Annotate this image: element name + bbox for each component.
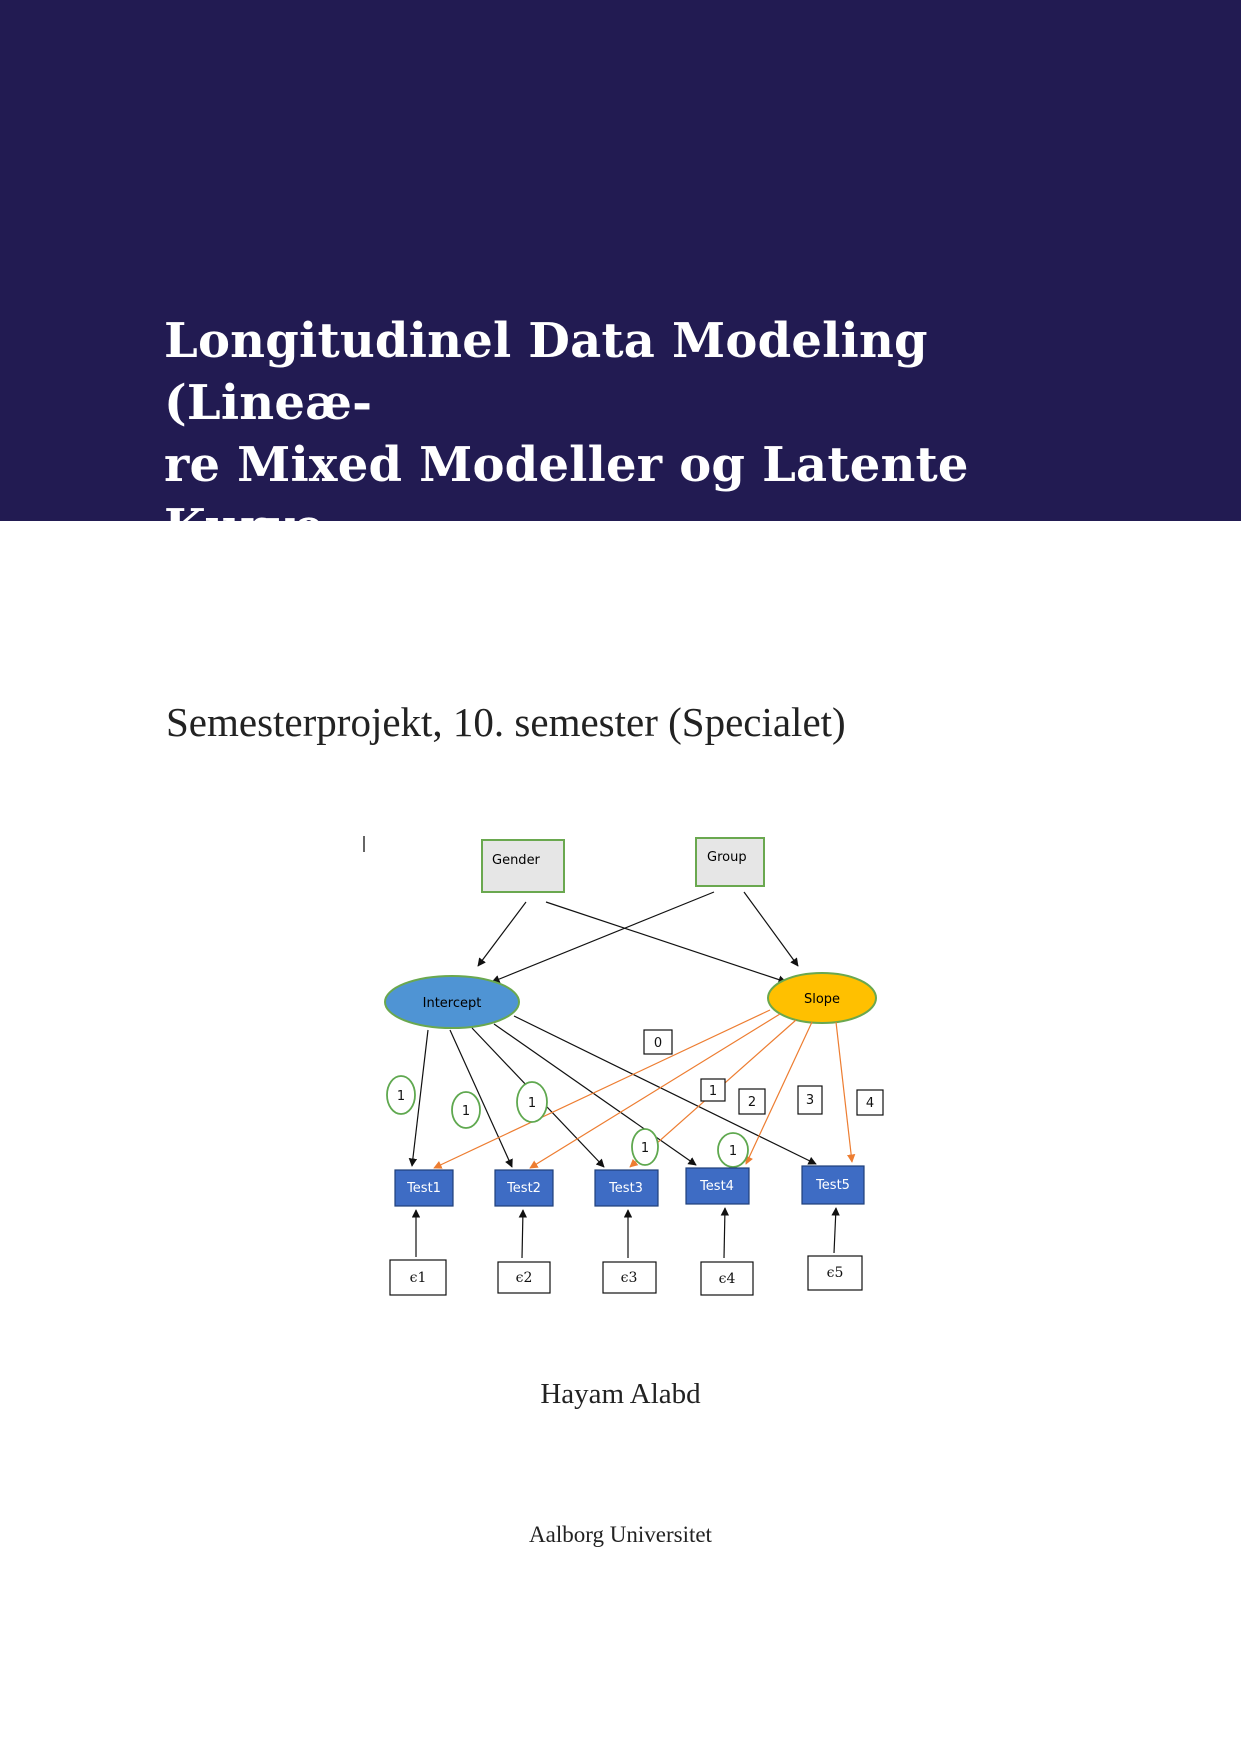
svg-text:Test5: Test5 xyxy=(815,1178,850,1193)
svg-text:1: 1 xyxy=(641,1141,649,1156)
slope-loading-3: 3 xyxy=(797,1085,823,1115)
error-e4: ϵ4 xyxy=(700,1261,754,1296)
svg-text:Test3: Test3 xyxy=(608,1181,643,1196)
indicator-test2: Test2 xyxy=(494,1169,554,1207)
error-e2: ϵ2 xyxy=(497,1261,551,1294)
covariate-gender-label: Gender xyxy=(492,853,541,868)
svg-text:ϵ1: ϵ1 xyxy=(410,1270,427,1286)
arrow-intercept-test5 xyxy=(513,1015,817,1165)
covariate-group-label: Group xyxy=(707,850,747,865)
covariate-group: Group xyxy=(695,837,765,887)
svg-text:ϵ5: ϵ5 xyxy=(827,1265,844,1281)
svg-text:Test2: Test2 xyxy=(506,1181,541,1196)
arrow-group-intercept xyxy=(491,891,715,984)
arrow-error4-test4 xyxy=(720,1207,730,1259)
title-line-1: Longitudinel Data Modeling (Lineæ- xyxy=(164,313,928,431)
arrow-gender-slope xyxy=(545,901,787,984)
document-subtitle: Semesterprojekt, 10. semester (Specialet… xyxy=(166,699,846,745)
document-title: Longitudinel Data Modeling (Lineæ- re Mi… xyxy=(164,310,1124,620)
error-e3: ϵ3 xyxy=(602,1261,657,1294)
author-name: Hayam Alabd xyxy=(540,1378,701,1410)
latent-intercept: Intercept xyxy=(384,975,520,1029)
slope-loading-2: 2 xyxy=(738,1088,766,1115)
arrow-slope-test2 xyxy=(529,1013,781,1169)
svg-text:1: 1 xyxy=(397,1089,405,1104)
svg-text:ϵ3: ϵ3 xyxy=(621,1270,638,1286)
covariate-gender: Gender xyxy=(481,839,565,893)
arrow-error5-test5 xyxy=(831,1207,840,1254)
svg-text:0: 0 xyxy=(654,1036,662,1051)
svg-text:ϵ2: ϵ2 xyxy=(516,1270,533,1286)
slope-loading-0: 0 xyxy=(643,1029,673,1055)
arrow-intercept-test4 xyxy=(493,1023,697,1166)
svg-text:1: 1 xyxy=(709,1084,717,1099)
latent-slope-label: Slope xyxy=(804,992,840,1007)
arrow-slope-test5 xyxy=(835,1021,856,1163)
latent-intercept-label: Intercept xyxy=(423,996,482,1011)
indicator-test4: Test4 xyxy=(685,1167,750,1205)
error-e1: ϵ1 xyxy=(389,1259,447,1296)
latent-slope: Slope xyxy=(767,972,877,1024)
intercept-loading-3: 1 xyxy=(516,1081,548,1123)
svg-text:Test4: Test4 xyxy=(699,1179,734,1194)
svg-text:1: 1 xyxy=(462,1104,470,1119)
intercept-loading-2: 1 xyxy=(451,1091,481,1129)
svg-text:ϵ4: ϵ4 xyxy=(719,1271,736,1287)
svg-text:4: 4 xyxy=(866,1096,874,1111)
indicator-test3: Test3 xyxy=(594,1169,659,1207)
latent-curve-diagram: Gender Group Intercept Slope 1 1 1 xyxy=(363,836,884,1296)
university-name: Aalborg Universitet xyxy=(529,1522,712,1547)
intercept-loading-5: 1 xyxy=(717,1132,749,1168)
svg-text:3: 3 xyxy=(806,1093,814,1108)
error-e5: ϵ5 xyxy=(807,1255,863,1291)
indicator-test5: Test5 xyxy=(801,1165,865,1205)
arrow-error2-test2 xyxy=(518,1209,528,1259)
arrow-intercept-test2 xyxy=(449,1029,513,1168)
arrow-gender-intercept xyxy=(477,901,527,967)
svg-text:Test1: Test1 xyxy=(406,1181,441,1196)
title-band: Longitudinel Data Modeling (Lineæ- re Mi… xyxy=(0,0,1241,617)
intercept-loading-4: 1 xyxy=(631,1128,659,1166)
title-line-3: Modeller) xyxy=(164,561,431,617)
indicator-test1: Test1 xyxy=(394,1169,454,1207)
svg-text:1: 1 xyxy=(528,1096,536,1111)
intercept-loading-1: 1 xyxy=(386,1075,416,1115)
arrow-slope-test1 xyxy=(433,1009,771,1169)
arrow-intercept-test1 xyxy=(408,1029,429,1167)
slope-loading-4: 4 xyxy=(856,1089,884,1116)
svg-text:2: 2 xyxy=(748,1095,756,1110)
arrow-group-slope xyxy=(743,891,799,967)
slope-loading-1: 1 xyxy=(700,1078,726,1102)
title-line-2: re Mixed Modeller og Latente Kurve xyxy=(164,437,969,555)
svg-text:1: 1 xyxy=(729,1144,737,1159)
arrow-slope-test4 xyxy=(745,1021,813,1165)
